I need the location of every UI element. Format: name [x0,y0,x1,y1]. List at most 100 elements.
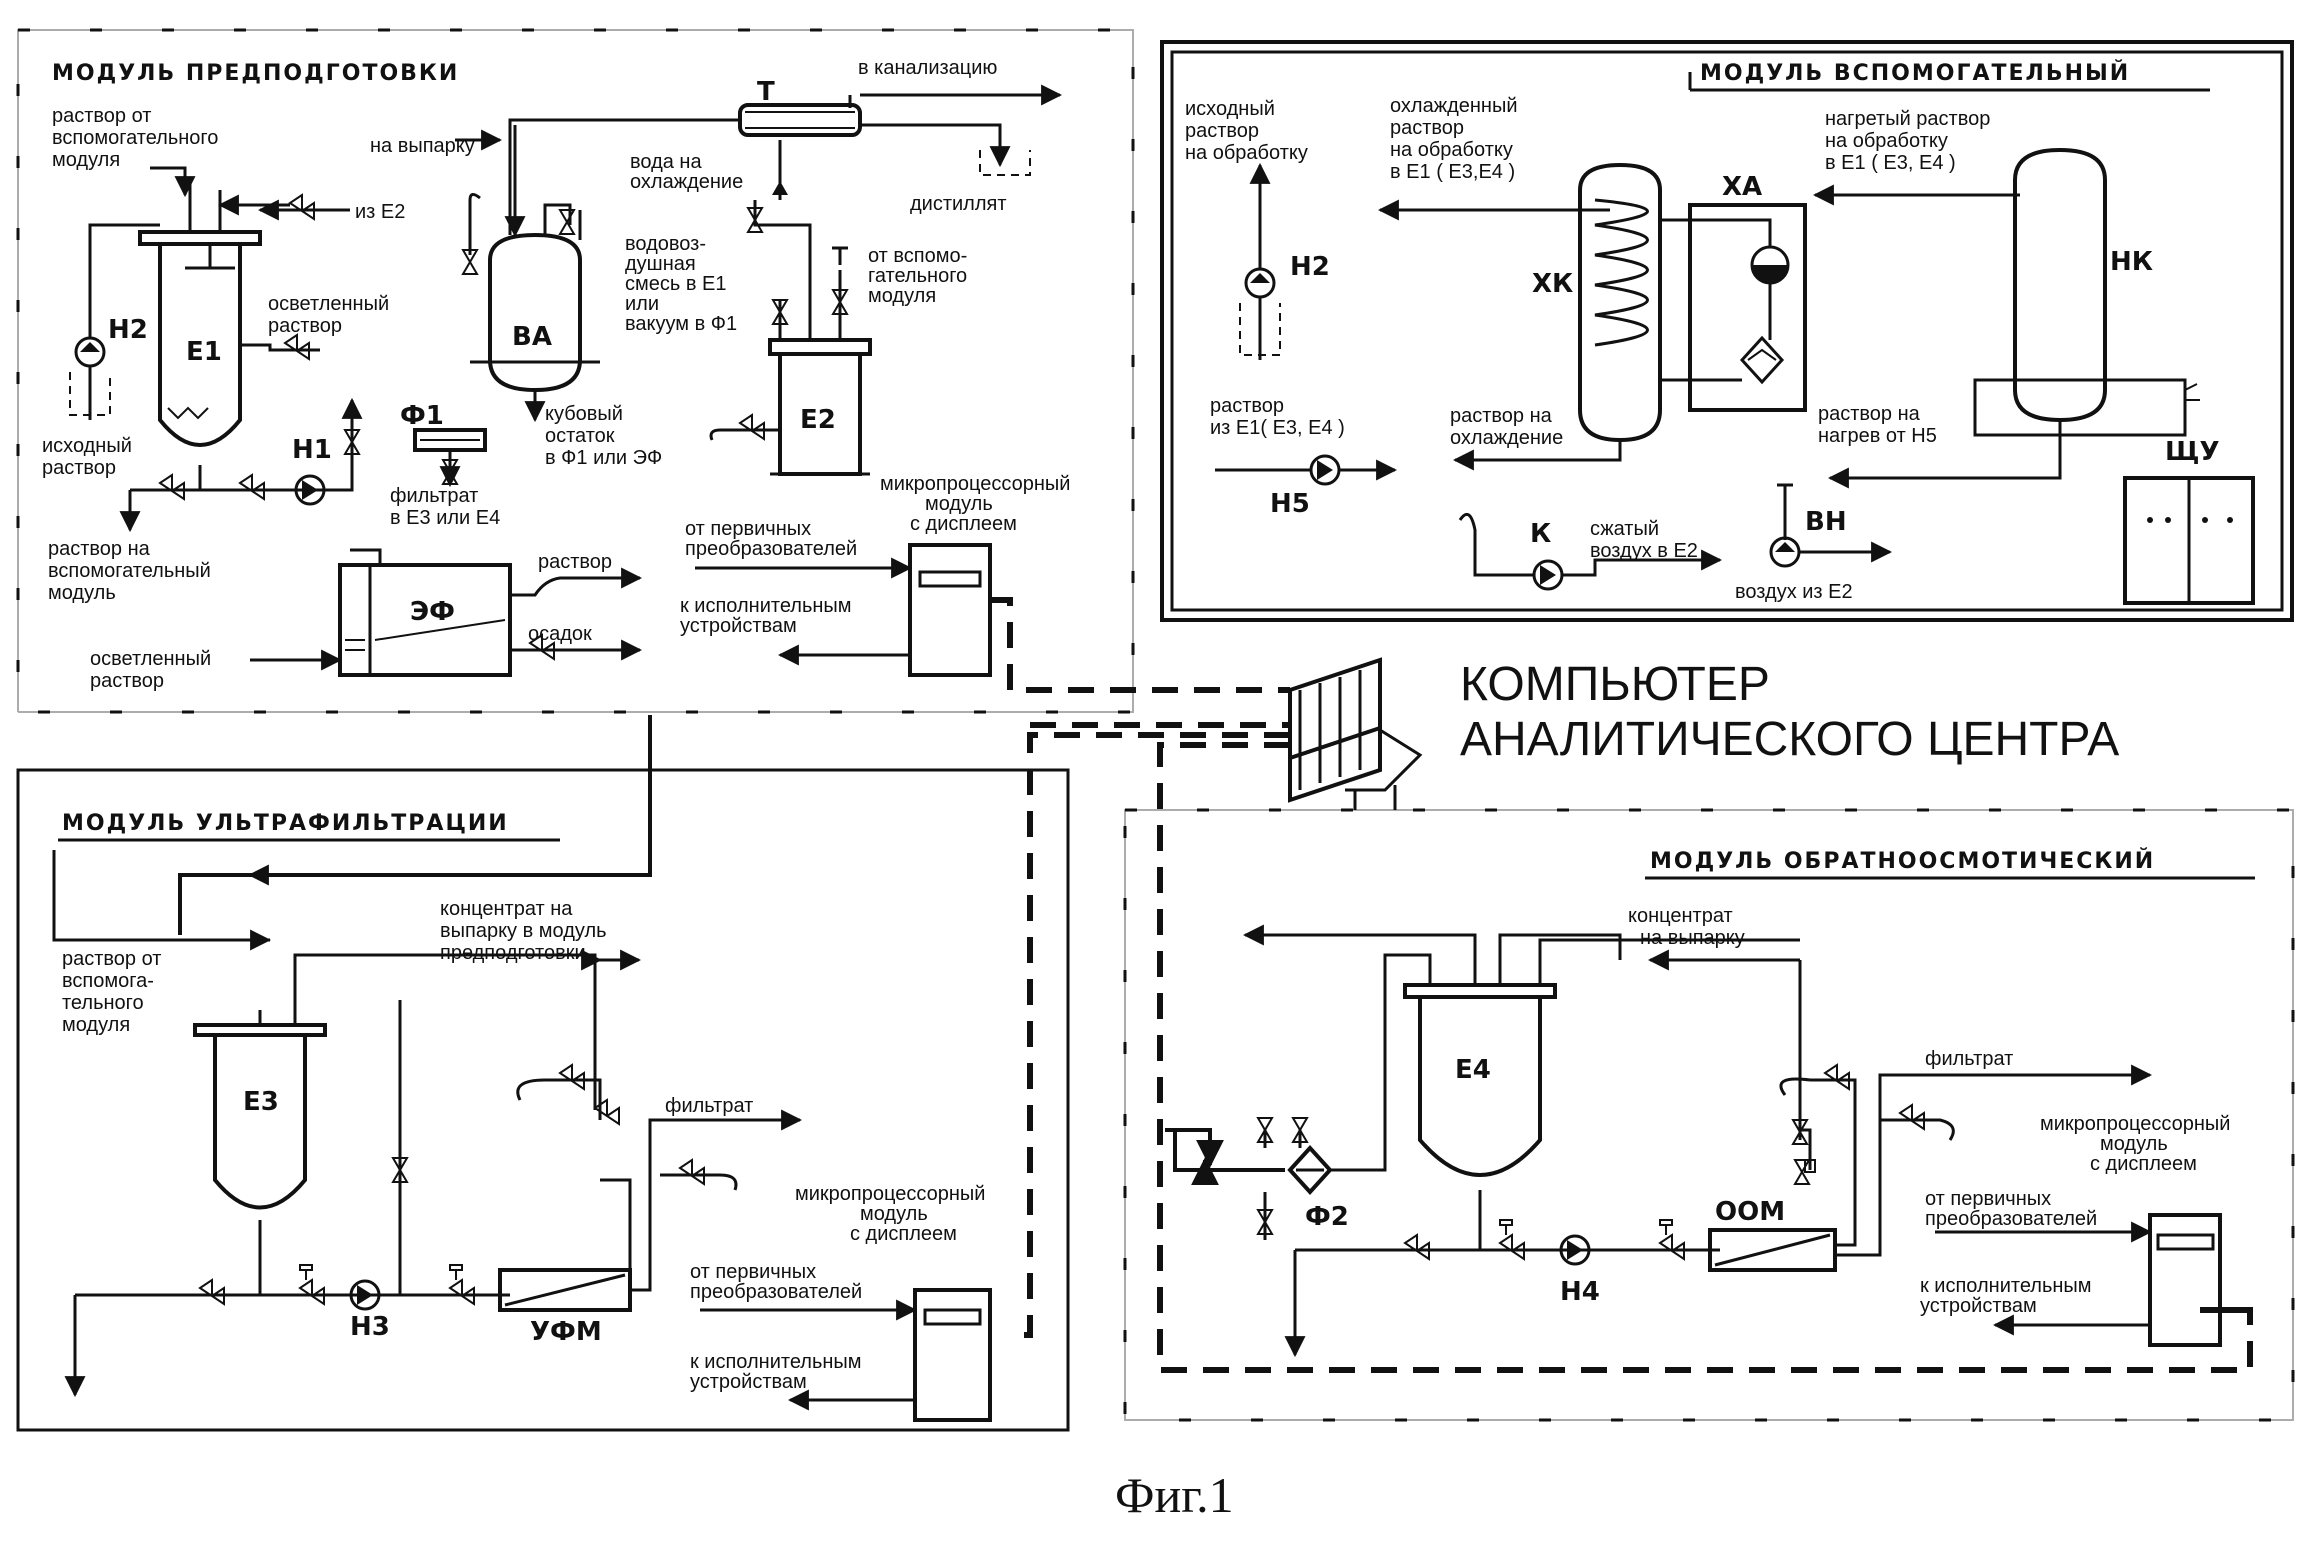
label-clarified2-1: раствор [90,670,164,692]
label-from-e1-0: раствор [1210,395,1284,417]
label-ro-actuators-1: устройствам [1920,1295,2037,1317]
label-aux-source-1: раствор [1185,120,1259,142]
label-from-aux2-0: от вспомо- [868,245,967,267]
label-clarified2-0: осветленный [90,648,211,670]
label-compressed-air-0: сжатый [1590,518,1659,540]
computer-label-line-1: КОМПЬЮТЕР [1460,658,1770,711]
svg-text:к исполнительнымустройствам: к исполнительнымустройствам [1920,1275,2092,1317]
label-uf-concentrate-0: концентрат на [440,898,573,920]
membrane-ufm: УФМ [500,1270,630,1347]
label-to-cool-0: раствор на [1450,405,1553,427]
svg-text:от вспомо-гательногомодуля: от вспомо-гательногомодуля [868,245,967,307]
label-to-cool-1: охлаждение [1450,427,1563,449]
label-prep-to-aux-1: вспомогательный [48,560,211,582]
tag-f2: Ф2 [1305,1202,1349,1232]
tag-e2: Е2 [800,405,836,435]
label-from-aux2-1: гательного [868,265,967,287]
svg-text:раствор отвспомога-тельногомод: раствор отвспомога-тельногомодуля [62,948,161,1036]
vessel-va: ВА [470,235,600,390]
label-air-mix-1: душная [625,253,696,275]
module-ro-title: МОДУЛЬ ОБРАТНООСМОТИЧЕСКИЙ [1650,848,2155,874]
label-prep-actuators-0: к исполнительным [680,595,852,617]
label-uf-actuators-0: к исполнительным [690,1351,862,1373]
module-ro: МОДУЛЬ ОБРАТНООСМОТИЧЕСКИЙ концентратна … [1125,810,2293,1420]
svg-text:раствор нанагрев от Н5: раствор нанагрев от Н5 [1818,403,1937,447]
label-prep-filtrate-1: в Е3 или Е4 [390,507,500,529]
label-prep-to-aux-2: модуль [48,582,116,604]
label-uf-sensors-0: от первичных [690,1261,816,1283]
module-aux: МОДУЛЬ ВСПОМОГАТЕЛЬНЫЙ исходныйрастворна… [1162,42,2292,620]
label-ro-filtrate: фильтрат [1925,1048,2013,1070]
label-cooling-water-0: вода на [630,151,702,173]
label-ro-mpm-2: с дисплеем [2090,1153,2197,1175]
label-ro-mpm-1: модуль [2100,1133,2168,1155]
svg-text:охлажденныйрастворна обработку: охлажденныйрастворна обработкув Е1 ( Е3,… [1390,95,1518,183]
label-bottoms-2: в Ф1 или ЭФ [545,447,662,469]
cooler-xk: ХК [1532,165,1660,440]
label-distillate: дистиллят [910,193,1007,215]
label-to-sewer: в канализацию [858,57,997,79]
label-prep-from-aux-0: раствор от [52,105,151,127]
svg-text:осветленныйраствор: осветленныйраствор [268,293,389,337]
tag-hk: НК [2110,247,2153,277]
heat-exchanger-t: Т [740,77,860,135]
label-uf-mpm-0: микропроцессорный [795,1183,985,1205]
label-prep-from-aux-2: модуля [52,149,120,171]
label-air-from-e2: воздух из Е2 [1735,581,1853,603]
tag-xk: ХК [1532,269,1573,299]
tag-oom: ООМ [1715,1197,1785,1227]
label-from-e2: из Е2 [355,201,405,223]
tag-va: ВА [512,322,552,352]
module-prep: МОДУЛЬ ПРЕДПОДГОТОВКИ Е1 из Е2 Н2 [18,30,1290,712]
figure-caption: Фиг.1 [1115,1467,1234,1523]
label-aux-source-0: исходный [1185,98,1275,120]
tag-xa: ХА [1722,172,1762,202]
chiller-xa: ХА [1690,172,1805,410]
tank-e1: Е1 [140,232,260,445]
tag-ufm: УФМ [530,1317,602,1347]
mpm-ro [2150,1215,2220,1345]
svg-text:нагретый растворна обработкув: нагретый растворна обработкув Е1 ( Е3, Е… [1825,108,1990,174]
tag-t: Т [757,77,775,107]
tag-h1: Н1 [292,435,332,465]
svg-text:к исполнительнымустройствам: к исполнительнымустройствам [690,1351,862,1393]
label-ro-actuators-0: к исполнительным [1920,1275,2092,1297]
label-ro-mpm-0: микропроцессорный [2040,1113,2230,1135]
module-uf: МОДУЛЬ УЛЬТРАФИЛЬТРАЦИИ раствор отвспомо… [18,715,1068,1430]
flotator-ef: ЭФ [340,565,510,675]
label-uf-concentrate-2: предподготовки [440,942,586,964]
svg-text:кубовыйостатокв Ф1 или ЭФ: кубовыйостатокв Ф1 или ЭФ [545,403,662,469]
label-solution: раствор [538,551,612,573]
label-ro-sensors-0: от первичных [1925,1188,2051,1210]
label-cooled-1: раствор [1390,117,1464,139]
label-air-mix-4: вакуум в Ф1 [625,313,737,335]
module-uf-title: МОДУЛЬ УЛЬТРАФИЛЬТРАЦИИ [62,811,509,836]
svg-text:от первичныхпреобразователей: от первичныхпреобразователей [1925,1188,2097,1230]
label-prep-to-aux-0: раствор на [48,538,151,560]
svg-text:исходныйраствор: исходныйраствор [42,435,132,479]
heater-hk: НК [1975,150,2185,435]
tank-e4: Е4 [1405,985,1555,1175]
label-compressed-air-1: воздух в Е2 [1590,540,1698,562]
tag-h5: Н5 [1270,489,1310,519]
svg-text:осветленныйраствор: осветленныйраствор [90,648,211,692]
svg-text:микропроцессорныймодульс диспл: микропроцессорныймодульс дисплеем [2040,1113,2230,1175]
label-prep-filtrate-0: фильтрат [390,485,478,507]
label-uf-sensors-1: преобразователей [690,1281,862,1303]
label-prep-from-aux-1: вспомогательного [52,127,218,149]
svg-text:от первичныхпреобразователей: от первичныхпреобразователей [685,518,857,560]
label-from-aux2-2: модуля [868,285,936,307]
label-uf-from-aux-3: модуля [62,1014,130,1036]
svg-text:раствор навспомогательныймодул: раствор навспомогательныймодуль [48,538,211,604]
svg-text:раствориз Е1( Е3, Е4 ): раствориз Е1( Е3, Е4 ) [1210,395,1345,439]
module-aux-title: МОДУЛЬ ВСПОМОГАТЕЛЬНЫЙ [1700,60,2130,86]
tag-ef: ЭФ [410,597,455,627]
label-ro-concentrate-0: концентрат [1628,905,1733,927]
label-prep-mpm-2: с дисплеем [910,513,1017,535]
svg-text:концентратна выпарку: концентратна выпарку [1628,905,1745,949]
membrane-oom: ООМ [1710,1197,1835,1270]
svg-text:раствор наохлаждение: раствор наохлаждение [1450,405,1563,449]
label-to-evap: на выпарку [370,135,475,157]
svg-text:раствор отвспомогательногомоду: раствор отвспомогательногомодуля [52,105,218,171]
svg-text:от первичныхпреобразователей: от первичныхпреобразователей [690,1261,862,1303]
